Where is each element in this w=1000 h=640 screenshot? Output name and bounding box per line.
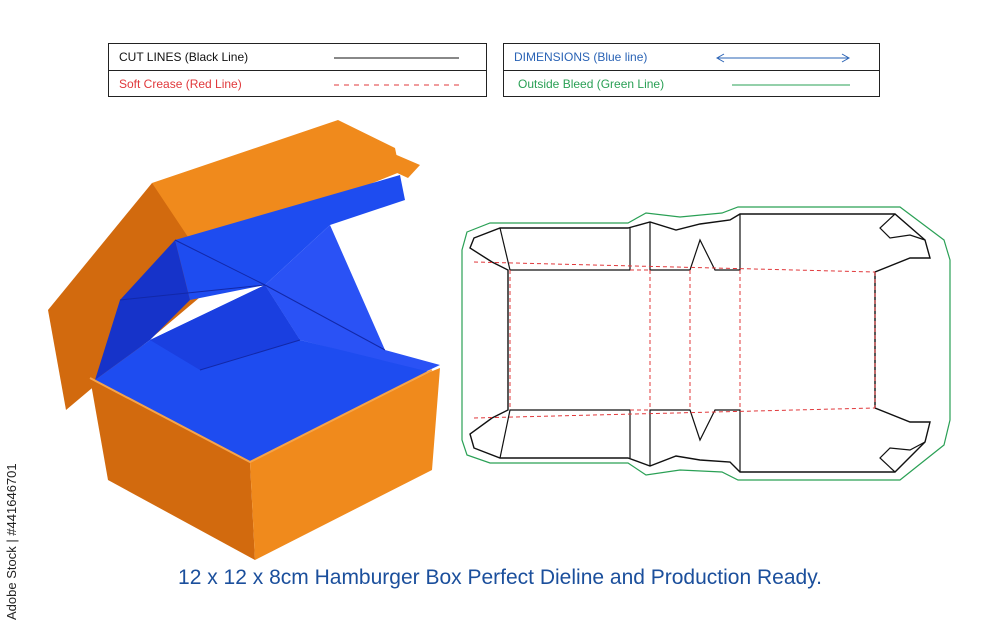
box-lid-top [152,120,400,255]
box-inner-floor-shade [150,285,300,370]
dieline-cut-panel-c [649,214,741,271]
box-front-left-wall [90,378,255,560]
legend-row-cut-lines: CUT LINES (Black Line) [109,44,486,71]
product-caption: 12 x 12 x 8cm Hamburger Box Perfect Diel… [178,566,822,589]
legend-box-right: DIMENSIONS (Blue line) Outside Bleed (Gr… [503,43,880,97]
outside-bleed-label: Outside Bleed (Green Line) [518,77,665,91]
dieline-right-ear-top [879,213,926,241]
dieline-right-ear-bottom [879,441,926,473]
box-inner-right-flap [265,225,440,372]
soft-crease-sample [334,84,459,86]
box-front-right-wall [250,368,440,560]
box-lid-tab [385,150,420,178]
dieline-cut-panel-a [499,227,631,271]
dieline-soft-creases [473,261,876,419]
soft-crease-label: Soft Crease (Red Line) [119,77,242,91]
legend-row-soft-crease: Soft Crease (Red Line) [109,71,486,97]
dieline-outside-bleed [461,206,951,481]
legend-box-left: CUT LINES (Black Line) Soft Crease (Red … [108,43,487,97]
stock-id-label: Adobe Stock | #441646701 [4,463,19,620]
dimensions-label: DIMENSIONS (Blue line) [514,50,648,64]
box-inner-left-wall [95,240,190,380]
dieline-cut-panel-d [649,409,741,472]
dieline-cut-outline [469,213,931,473]
cut-lines-label: CUT LINES (Black Line) [119,50,249,64]
dieline-drawing [461,206,951,481]
legend-row-dimensions: DIMENSIONS (Blue line) [504,44,879,71]
dieline-cut-panel-b [499,409,631,459]
legend-row-outside-bleed: Outside Bleed (Green Line) [504,71,879,97]
dimension-arrow-sample [715,53,851,63]
box-3d-illustration [48,120,440,560]
cut-line-sample [334,57,459,59]
outside-bleed-sample [732,84,850,86]
